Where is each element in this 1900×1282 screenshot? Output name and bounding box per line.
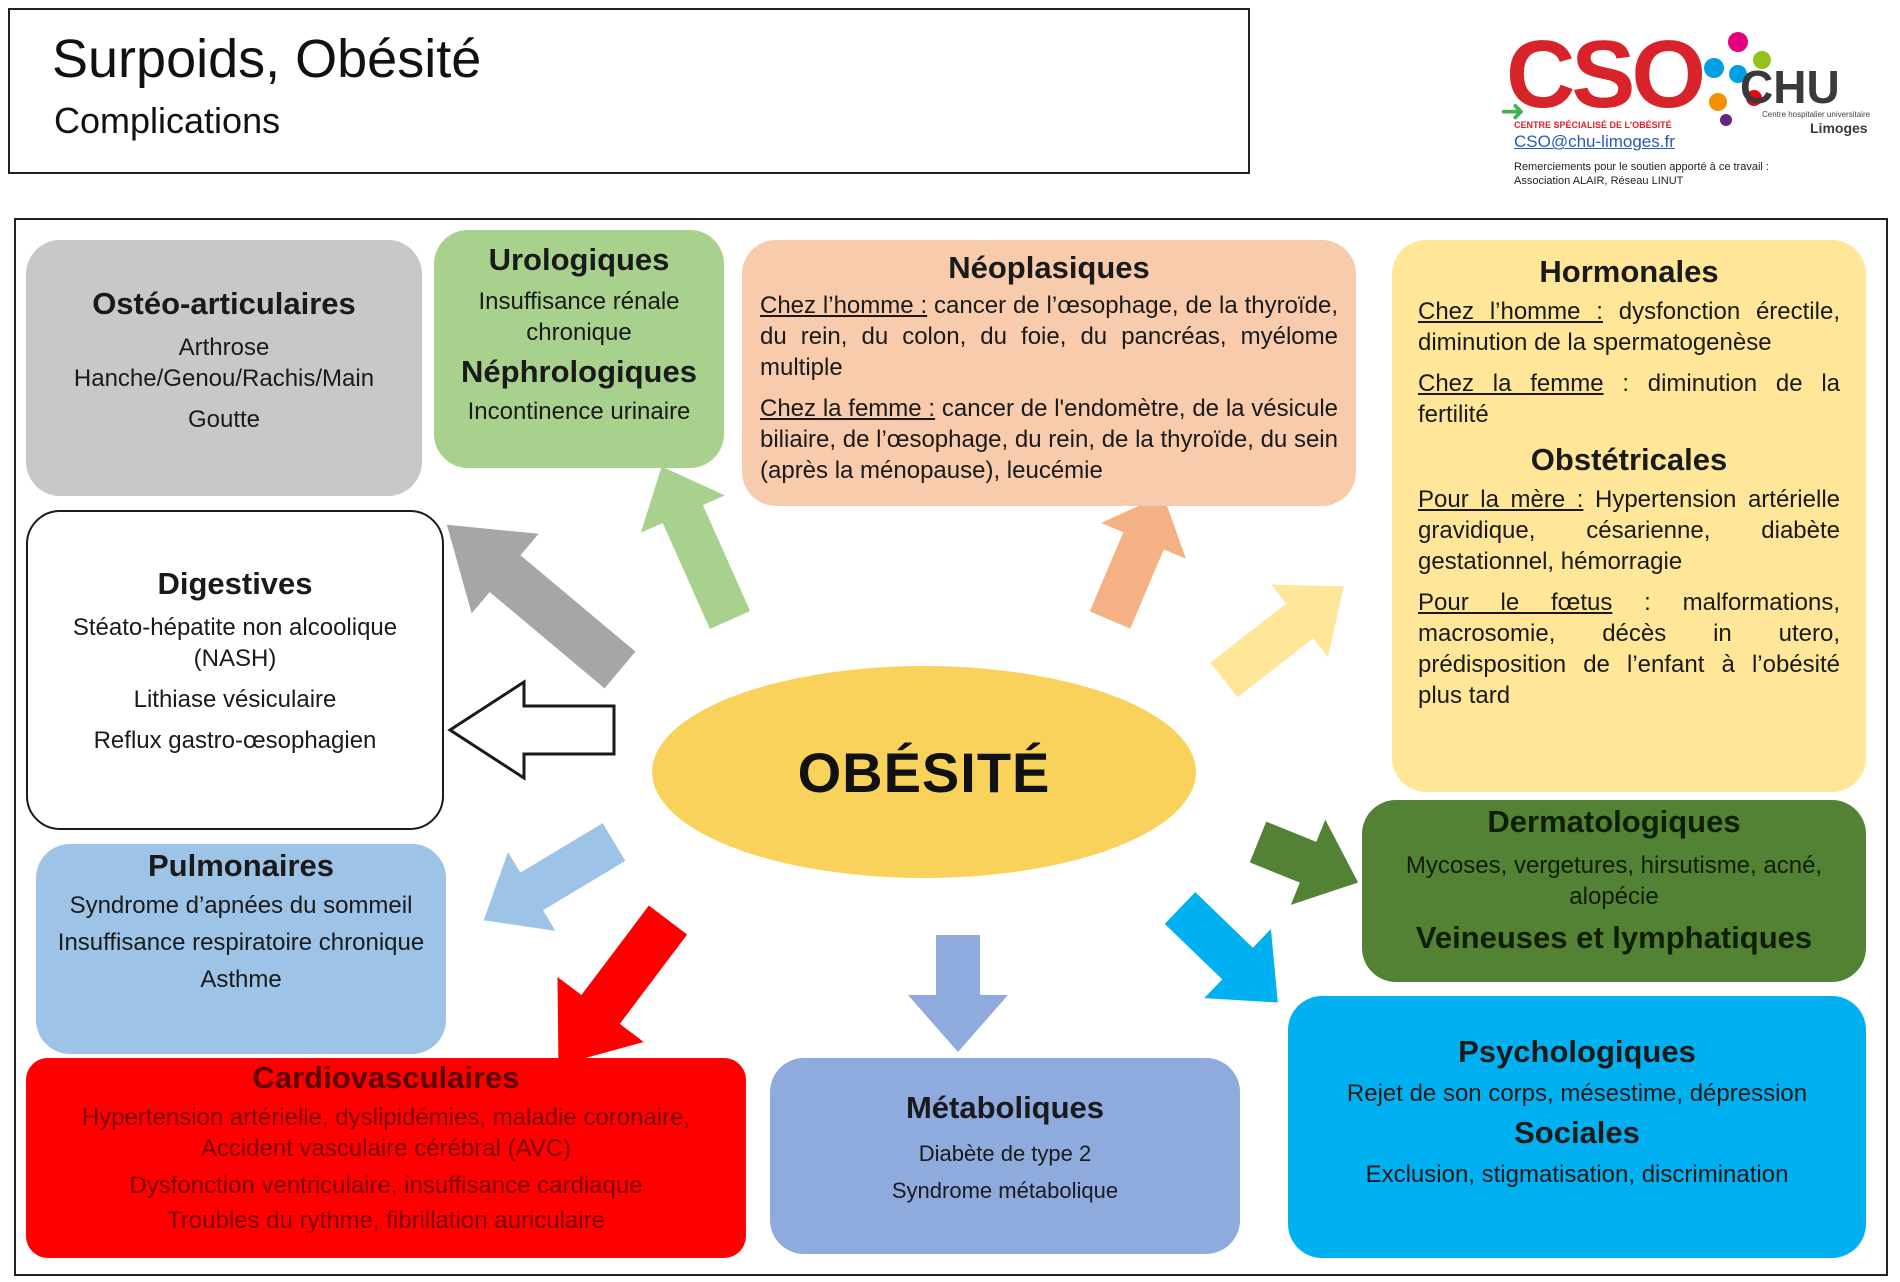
obst-fetus-text: : malformations, macrosomie, décès in ut… <box>1418 589 1840 709</box>
cso-logo: CSO <box>1506 21 1706 128</box>
neo-women-paragraph: Chez la femme : cancer de l'endomètre, d… <box>760 393 1338 486</box>
cso-caption: CENTRE SPÉCIALISÉ DE L'OBÉSITÉ <box>1514 120 1672 130</box>
page-title: Surpoids, Obésité <box>52 29 482 89</box>
cso-email-link[interactable]: CSO@chu-limoges.fr <box>1514 132 1675 151</box>
box-title-secondary: Obstétricales <box>1530 442 1728 477</box>
box-title-secondary: Veineuses et lymphatiques <box>1415 920 1813 955</box>
neo-men-label: Chez l’homme : <box>760 292 928 319</box>
box-title-secondary: Néphrologiques <box>461 354 697 389</box>
obst-mother-paragraph: Pour la mère : Hypertension artérielle g… <box>1418 484 1840 577</box>
box-dermatologiques: Dermatologiques Mycoses, vergetures, hir… <box>1362 800 1866 982</box>
arrow-pulmo <box>483 823 626 931</box>
center-obesite: OBÉSITÉ <box>652 666 1196 878</box>
obst-mother-text: Hypertension artérielle gravidique, césa… <box>1418 486 1840 575</box>
hormo-men-paragraph: Chez l’homme : dysfonction érectile, dim… <box>1418 296 1840 358</box>
box-title: Cardiovasculaires <box>252 1060 520 1095</box>
box-item: Syndrome d’apnées du sommeil <box>69 892 413 919</box>
box-psychologiques: Psychologiques Rejet de son corps, méses… <box>1288 996 1866 1258</box>
neo-men-paragraph: Chez l’homme : cancer de l’œsophage, de … <box>760 290 1338 383</box>
box-title-secondary: Sociales <box>1514 1115 1640 1150</box>
box-item: Rejet de son corps, mésestime, dépressio… <box>1346 1080 1808 1107</box>
obst-mother-label: Pour la mère : <box>1418 486 1584 513</box>
thanks-note: Remerciements pour le soutien apporté à … <box>1514 160 1769 188</box>
thanks-line: Association ALAIR, Réseau LINUT <box>1514 175 1684 187</box>
box-item: Dysfonction ventriculaire, insuffisance … <box>129 1172 643 1199</box>
box-title: Urologiques <box>488 242 670 277</box>
arrow-cardio <box>557 905 688 1066</box>
box-item: Incontinence urinaire <box>467 398 691 425</box>
box-item: Arthrose <box>178 334 270 361</box>
box-title: Métaboliques <box>905 1090 1105 1125</box>
box-metaboliques: Métaboliques Diabète de type 2 Syndrome … <box>770 1058 1240 1254</box>
box-hormonales: Hormonales Chez l’homme : dysfonction ér… <box>1392 240 1866 792</box>
box-item: Exclusion, stigmatisation, discriminatio… <box>1365 1161 1789 1188</box>
center-label: OBÉSITÉ <box>797 740 1051 804</box>
chu-caption: Centre hospitalier universitaire <box>1762 110 1871 119</box>
arrow-meta <box>908 935 1008 1052</box>
box-digestives: Digestives Stéato-hépatite non alcooliqu… <box>26 510 444 830</box>
box-neoplasiques: Néoplasiques Chez l’homme : cancer de l’… <box>742 240 1356 506</box>
box-item: Lithiase vésiculaire <box>133 686 337 713</box>
logo-area: CSO ➜ CENTRE SPÉCIALISÉ DE L'OBÉSITÉ CSO… <box>1500 8 1892 198</box>
box-item: Insuffisance rénale chronique <box>478 288 680 346</box>
thanks-line: Remerciements pour le soutien apporté à … <box>1514 161 1769 173</box>
box-item: Insuffisance respiratoire chronique <box>57 929 425 956</box>
box-item: Asthme <box>200 966 282 993</box>
box-item: Reflux gastro-œsophagien <box>93 727 377 754</box>
neo-women-text: cancer de l'endomètre, de la vésicule bi… <box>760 395 1338 484</box>
arrow-osteo <box>446 524 636 689</box>
box-item: Diabète de type 2 <box>918 1141 1092 1166</box>
box-item: Hanche/Genou/Rachis/Main <box>73 365 375 392</box>
arrow-hormo <box>1210 584 1344 698</box>
obst-fetus-paragraph: Pour le fœtus : malformations, macrosomi… <box>1418 587 1840 711</box>
chu-flower-icon <box>1704 32 1771 126</box>
diagram-frame <box>14 218 1888 1276</box>
cso-arrow-icon: ➜ <box>1500 95 1526 128</box>
box-title: Psychologiques <box>1458 1034 1696 1069</box>
obst-fetus-label: Pour le fœtus <box>1418 589 1613 616</box>
box-pulmonaires: Pulmonaires Syndrome d’apnées du sommeil… <box>36 844 446 1054</box>
box-title: Hormonales <box>1539 254 1719 289</box>
arrow-uro <box>640 466 751 629</box>
box-item: Hypertension artérielle, dyslipidémies, … <box>81 1104 691 1162</box>
page-subtitle: Complications <box>54 100 281 141</box>
hormo-women-label: Chez la femme <box>1418 370 1604 397</box>
box-title: Digestives <box>157 566 313 601</box>
box-osteo-articulaires: Ostéo-articulaires Arthrose Hanche/Genou… <box>26 240 422 496</box>
box-item: Mycoses, vergetures, hirsutisme, acné, a… <box>1405 852 1823 910</box>
box-cardiovasculaires: Cardiovasculaires Hypertension artériell… <box>26 1058 746 1258</box>
box-title: Néoplasiques <box>948 250 1150 285</box>
chu-logo: CHU <box>1740 61 1840 113</box>
hormo-women-text: : diminution de la fertilité <box>1418 370 1841 428</box>
neo-women-label: Chez la femme : <box>760 395 936 422</box>
box-title: Pulmonaires <box>147 848 335 883</box>
header-box: Surpoids, Obésité Complications <box>8 8 1250 174</box>
arrow-neo <box>1089 494 1186 629</box>
neo-men-text: cancer de l’œsophage, de la thyroïde, du… <box>760 292 1338 381</box>
box-item: Troubles du rythme, fibrillation auricul… <box>167 1207 605 1234</box>
arrow-digest <box>447 679 616 781</box>
box-urologiques: Urologiques Insuffisance rénale chroniqu… <box>434 230 724 468</box>
hormo-men-text: dysfonction érectile, diminution de la s… <box>1418 298 1840 356</box>
box-title: Ostéo-articulaires <box>92 286 356 321</box>
box-item: Stéato-hépatite non alcoolique (NASH) <box>72 614 398 672</box>
arrow-psy <box>1164 892 1278 1003</box>
hormo-men-label: Chez l’homme : <box>1418 298 1603 325</box>
box-title: Dermatologiques <box>1487 804 1741 839</box>
chu-city: Limoges <box>1810 120 1868 136</box>
arrow-derma <box>1249 819 1359 905</box>
box-item: Goutte <box>187 406 261 433</box>
box-item: Syndrome métabolique <box>891 1178 1119 1203</box>
hormo-women-paragraph: Chez la femme : diminution de la fertili… <box>1418 368 1840 430</box>
